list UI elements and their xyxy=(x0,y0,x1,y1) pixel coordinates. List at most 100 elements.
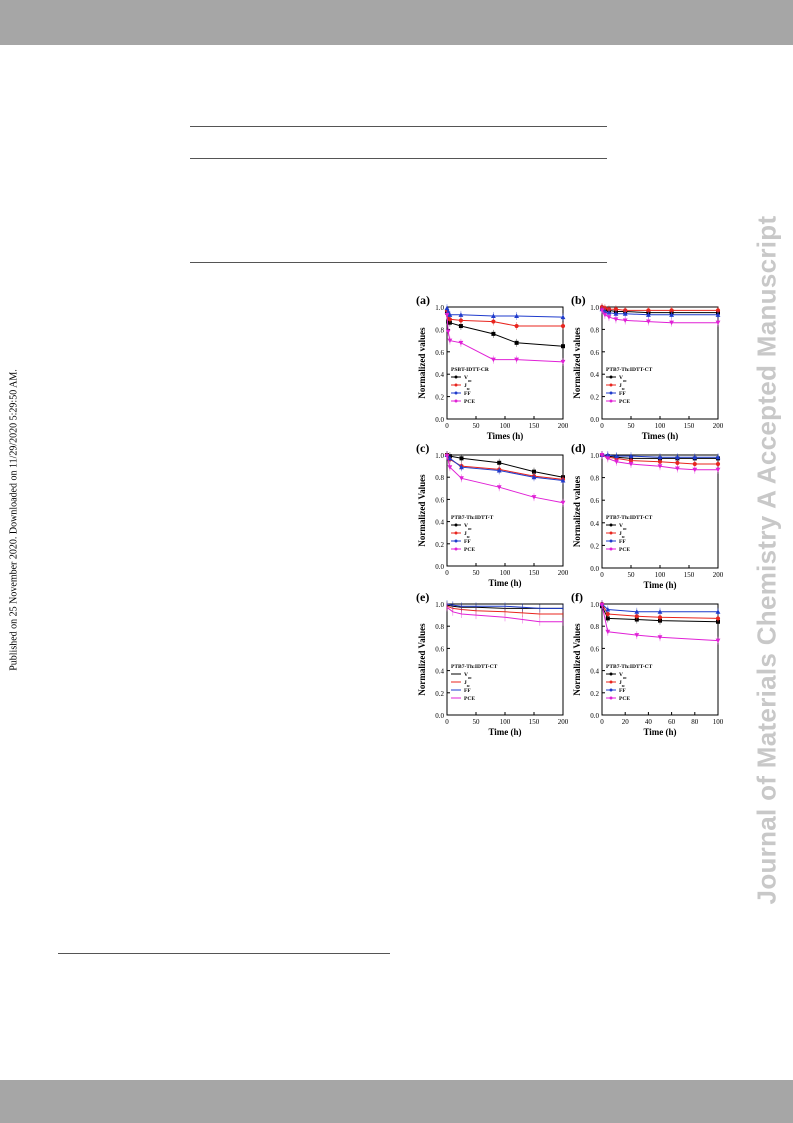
data-point xyxy=(657,615,663,620)
y-axis-label: Normalized Values xyxy=(572,623,582,696)
y-tick-label: 0.2 xyxy=(435,690,444,698)
y-tick-label: 0.8 xyxy=(590,475,599,483)
x-tick-label: 50 xyxy=(628,422,636,430)
data-point xyxy=(646,308,651,313)
data-point xyxy=(560,314,566,320)
data-point xyxy=(458,318,464,323)
table-rule-bottom xyxy=(190,262,607,263)
plot-frame xyxy=(601,603,719,716)
data-point xyxy=(669,308,674,313)
legend-entry: PCE xyxy=(464,696,475,702)
inset-label: PSBT-IDTT-CR xyxy=(451,367,490,373)
legend-entry: Voc xyxy=(464,375,472,383)
series-ff xyxy=(444,451,566,485)
y-tick-label: 0.4 xyxy=(590,668,599,676)
legend-entry: FF xyxy=(619,391,626,397)
data-point xyxy=(532,469,536,474)
legend-entry: Jsc xyxy=(464,383,470,391)
y-tick-label: 0.6 xyxy=(435,349,444,357)
x-tick-label: 200 xyxy=(558,422,569,430)
data-point xyxy=(675,454,680,460)
legend-marker xyxy=(609,523,613,527)
data-point xyxy=(715,609,721,614)
y-tick-label: 0.2 xyxy=(590,690,599,698)
series-line xyxy=(446,455,564,504)
data-point xyxy=(444,305,450,311)
legend-marker xyxy=(609,672,613,676)
data-point xyxy=(599,603,605,608)
y-tick-label: 0.0 xyxy=(435,712,444,720)
data-point xyxy=(606,310,612,315)
data-point xyxy=(622,311,628,316)
legend-marker xyxy=(609,383,613,387)
y-tick-label: 0.6 xyxy=(590,645,599,653)
series-line xyxy=(601,306,718,311)
panel-label: (d) xyxy=(571,441,586,455)
y-tick-label: 0.4 xyxy=(435,668,444,676)
y-tick-label: 0.6 xyxy=(435,496,444,504)
legend-marker xyxy=(454,531,458,535)
data-point xyxy=(715,308,721,313)
legend-marker xyxy=(609,539,613,543)
y-tick-label: 1.0 xyxy=(435,304,444,312)
legend-marker xyxy=(454,391,458,395)
data-point xyxy=(692,467,698,473)
footnote-rule xyxy=(58,953,390,954)
data-point xyxy=(657,454,663,460)
legend-marker xyxy=(609,399,613,403)
y-tick-label: 1.0 xyxy=(590,452,599,460)
data-point xyxy=(447,455,453,461)
panel-label: (c) xyxy=(416,441,429,455)
series-line xyxy=(601,454,718,471)
data-point xyxy=(675,460,680,466)
x-tick-label: 150 xyxy=(684,422,695,430)
data-point xyxy=(531,495,537,500)
x-tick-label: 200 xyxy=(558,718,569,726)
series-pce xyxy=(599,306,721,327)
data-point xyxy=(497,460,502,465)
y-tick-label: 0.4 xyxy=(435,519,444,527)
data-point xyxy=(491,357,496,363)
data-point xyxy=(514,313,519,318)
data-point xyxy=(599,453,605,458)
data-point xyxy=(599,308,605,313)
x-tick-label: 60 xyxy=(668,718,676,726)
data-point xyxy=(613,317,619,322)
data-point xyxy=(602,312,608,318)
data-point xyxy=(657,609,663,614)
data-point xyxy=(669,320,674,326)
data-point xyxy=(692,454,698,460)
x-tick-label: 20 xyxy=(622,718,630,726)
series-pce xyxy=(599,451,721,474)
data-point xyxy=(444,454,450,459)
y-tick-label: 0.6 xyxy=(590,497,599,505)
legend-marker xyxy=(609,680,613,684)
data-point xyxy=(560,323,566,329)
y-tick-label: 1.0 xyxy=(590,304,599,312)
data-point xyxy=(496,468,502,473)
series-ff xyxy=(444,304,566,322)
legend-entry: Jsc xyxy=(464,531,470,539)
x-axis-label: Times (h) xyxy=(487,431,524,441)
legend-marker xyxy=(609,531,613,535)
table-rule-header xyxy=(190,158,607,159)
data-point xyxy=(458,324,463,329)
x-axis-label: Time (h) xyxy=(643,580,676,590)
x-tick-label: 50 xyxy=(473,569,481,577)
x-tick-label: 100 xyxy=(500,422,511,430)
y-tick-label: 1.0 xyxy=(590,601,599,609)
data-point xyxy=(634,609,640,614)
y-tick-label: 0.4 xyxy=(590,520,599,528)
data-point xyxy=(491,331,496,336)
y-axis-label: Normalized Values xyxy=(417,623,427,696)
data-point xyxy=(491,319,496,324)
x-tick-label: 150 xyxy=(684,571,695,579)
table-rule-top xyxy=(190,126,607,127)
y-tick-label: 0.6 xyxy=(435,645,444,653)
y-tick-label: 1.0 xyxy=(435,601,444,609)
y-tick-label: 0.2 xyxy=(435,394,444,402)
data-point xyxy=(614,453,619,459)
